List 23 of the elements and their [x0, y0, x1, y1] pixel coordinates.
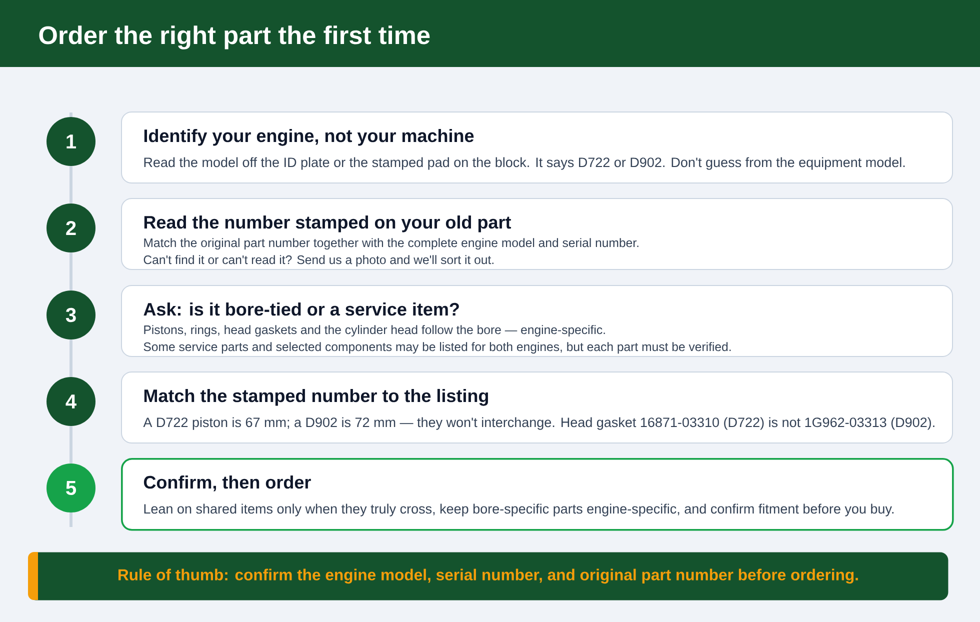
step-heading: Confirm, then order [144, 475, 311, 492]
step-description: Read the model off the ID plate or the stamped pad on the block. It says D722 or D902. Don't guess from the equipment model. [144, 157, 905, 170]
title-bar: Order the right part the first time [0, 0, 980, 67]
step-description: Can't find it or can't read it? Send us a photo and we'll sort it out. [144, 255, 494, 267]
step-description: Match the original part number together with the complete engine model and serial number. [144, 238, 638, 250]
step-description: Some service parts and selected components may be listed for both engines, but each part must be verified. [144, 342, 731, 354]
timeline-line [70, 252, 72, 290]
step-heading: Ask: is it bore-tied or a service item? [144, 302, 459, 316]
rule-banner: Rule of thumb: confirm the engine model, serial number, and original part number before ordering. [28, 552, 948, 600]
step-heading: Identify your engine, not your machine [144, 128, 474, 146]
step-card [121, 372, 953, 444]
timeline-line [70, 426, 72, 464]
step-card [121, 458, 954, 531]
step-card [121, 112, 953, 184]
step-description: A D722 piston is 67 mm; a D902 is 72 mm — they won't interchange. Head gasket 16871-03310 (D722) is not 1G962-03313 (D902). [143, 417, 934, 430]
step-description: Pistons, rings, head gaskets and the cylinder head follow the bore — engine-specific. [144, 325, 605, 337]
step-heading: Match the stamped number to the listing [144, 388, 488, 406]
step-description: Lean on shared items only when they truly cross, keep bore-specific parts engine-specific, and confirm fitment before you buy. [144, 504, 894, 516]
step-card [121, 198, 953, 270]
step-heading: Read the number stamped on your old part [144, 215, 511, 232]
step-card [121, 285, 953, 357]
timeline-line [70, 340, 72, 377]
timeline-line [70, 166, 72, 204]
